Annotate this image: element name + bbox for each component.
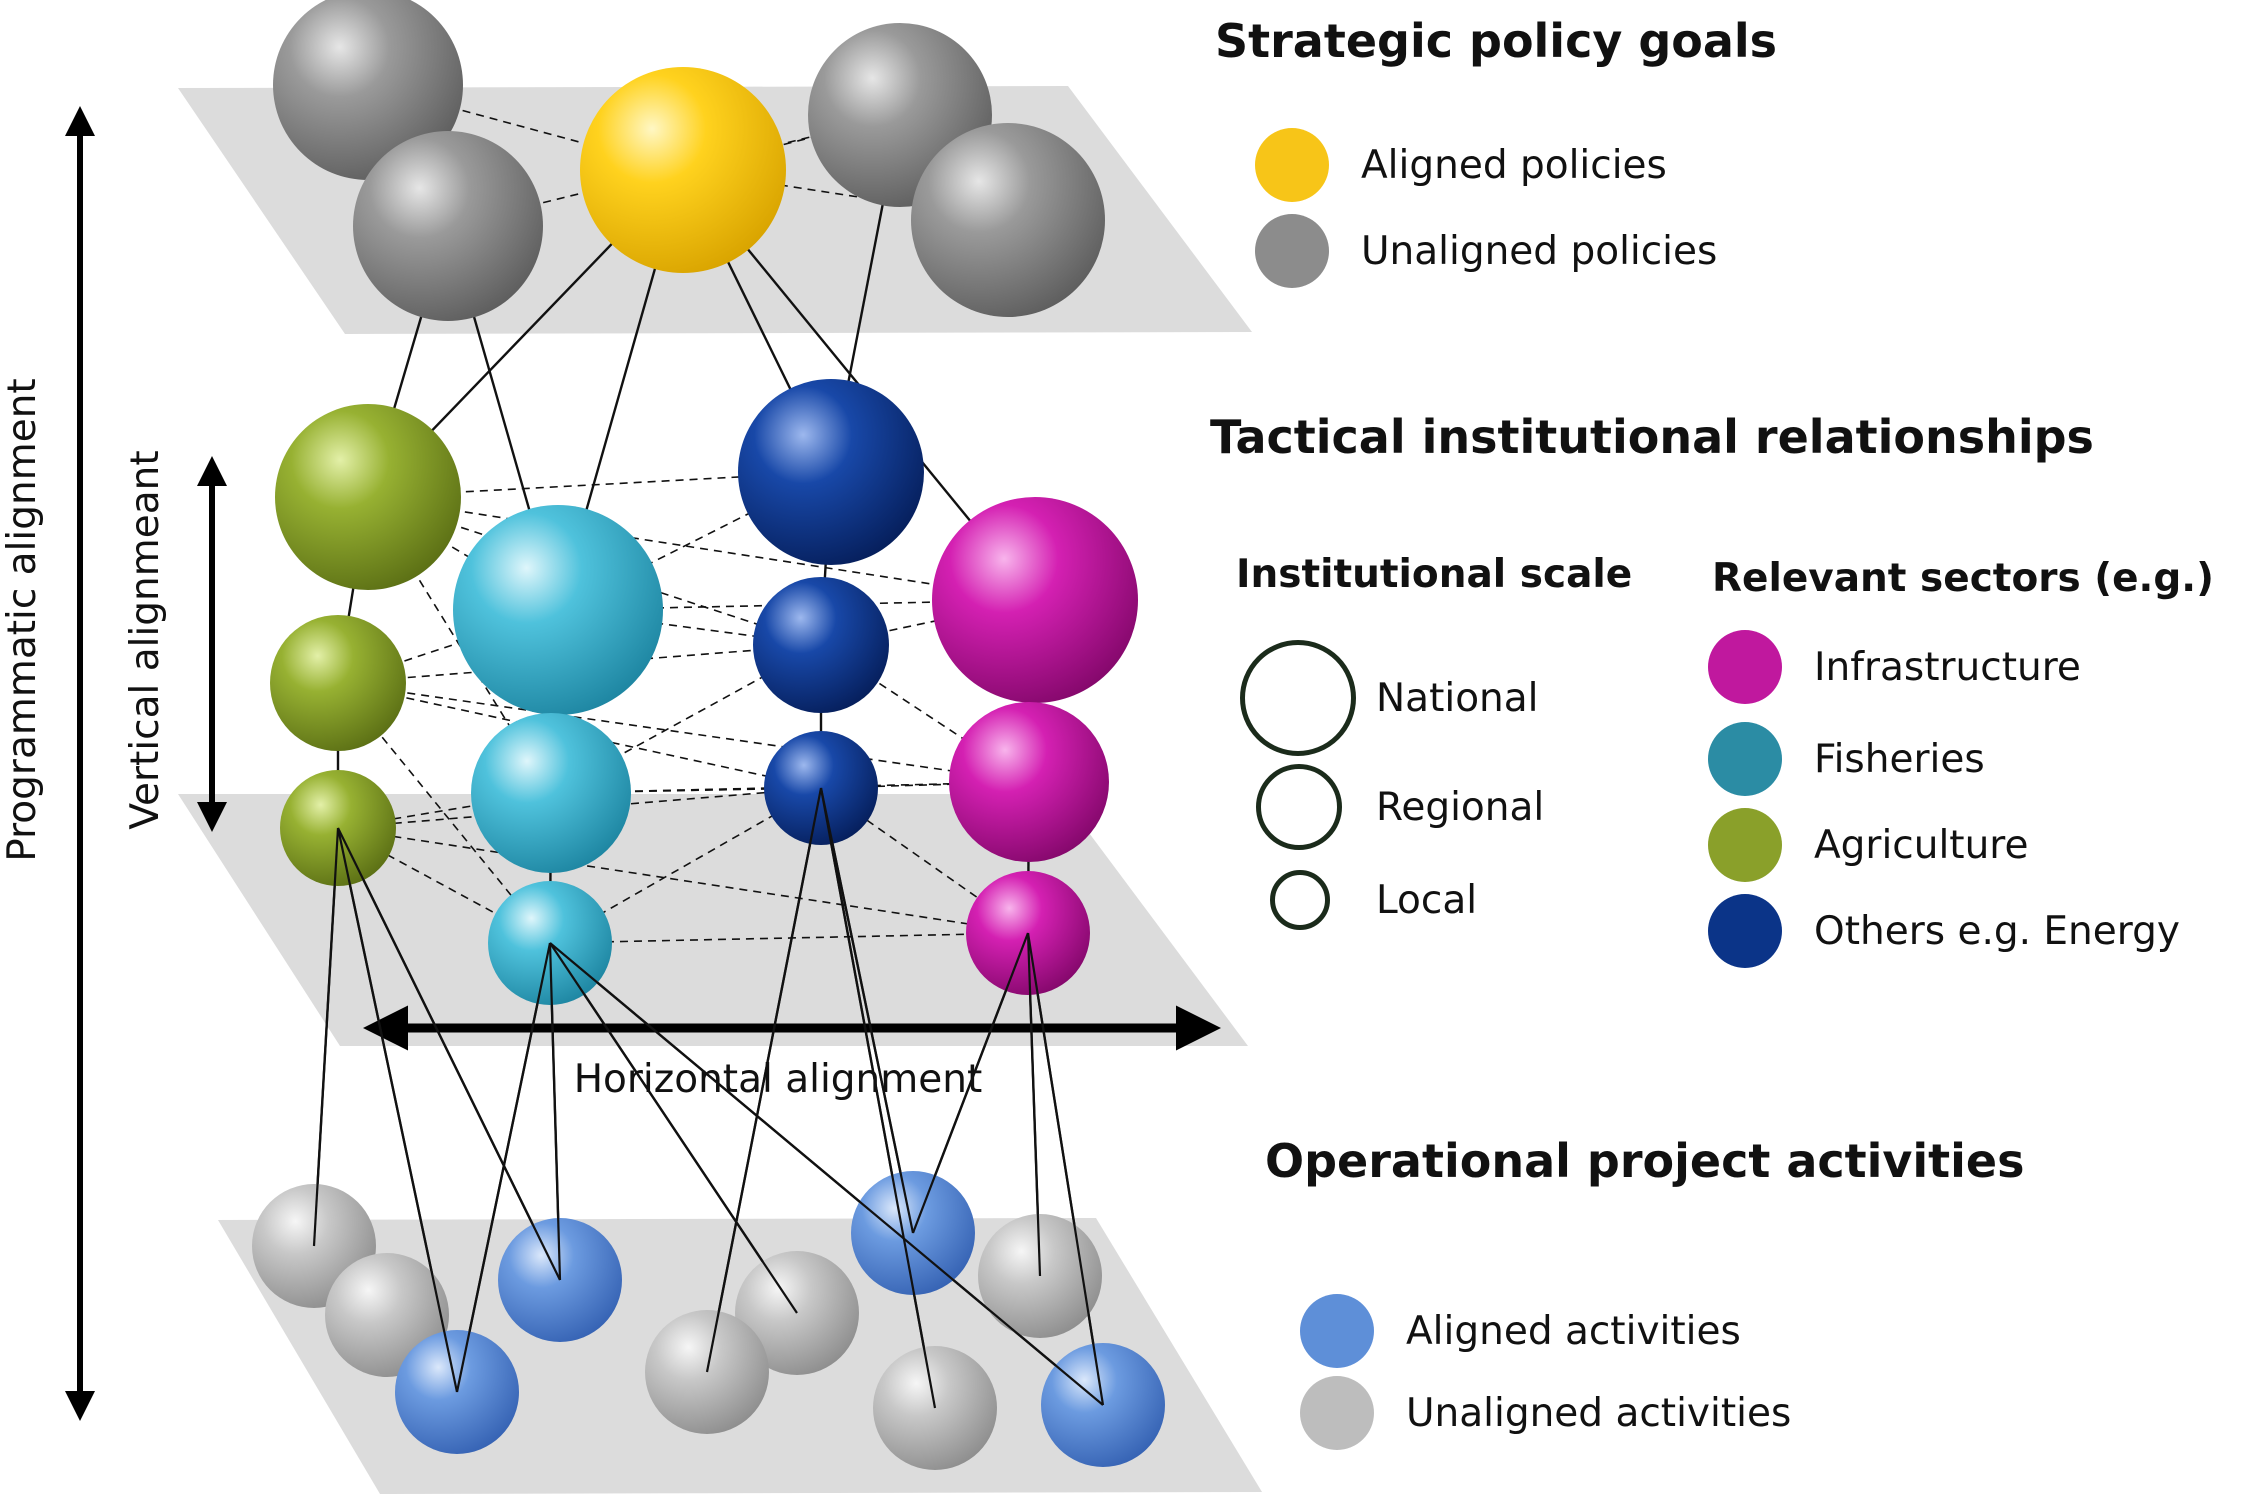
legend-label: National bbox=[1376, 675, 1539, 721]
activity-link bbox=[549, 942, 1104, 1406]
sector-infrastructure: Infrastructure bbox=[1708, 630, 2081, 704]
fisheries-national-node bbox=[453, 505, 663, 715]
navy-circle-icon bbox=[1708, 894, 1782, 968]
legend-label: Aligned policies bbox=[1361, 142, 1667, 188]
legend-label: Local bbox=[1376, 877, 1478, 923]
scale-national: National bbox=[1240, 640, 1539, 756]
sector-agriculture: Agriculture bbox=[1708, 808, 2028, 882]
legend-label: Unaligned activities bbox=[1406, 1390, 1792, 1436]
programmatic-alignment-label: Programmatic alignment bbox=[0, 378, 45, 861]
fisheries-regional-node bbox=[471, 713, 631, 873]
dashed-link bbox=[337, 682, 1030, 783]
scale-regional: Regional bbox=[1256, 764, 1544, 850]
energy-national-node bbox=[738, 379, 924, 565]
operational-title: Operational project activities bbox=[1265, 1134, 2025, 1188]
activity-link bbox=[1026, 932, 1042, 1277]
legend-label: Agriculture bbox=[1814, 822, 2029, 868]
dashed-link bbox=[337, 827, 1029, 934]
sectors-title: Relevant sectors (e.g.) bbox=[1712, 556, 2214, 601]
yellow-circle-icon bbox=[1255, 128, 1329, 202]
dashed-link bbox=[367, 496, 1036, 601]
infrastructure-regional-node bbox=[949, 702, 1109, 862]
dashed-link bbox=[337, 609, 559, 684]
activity-link bbox=[337, 827, 561, 1281]
horizontal-alignment-label: Horizontal alignment bbox=[574, 1057, 983, 1102]
scale-local: Local bbox=[1270, 870, 1477, 930]
grey-policy-node bbox=[353, 131, 543, 321]
grey-policy-node bbox=[911, 123, 1105, 317]
activity-link bbox=[819, 787, 915, 1234]
legend-aligned-policies: Aligned policies bbox=[1255, 128, 1667, 202]
blue-circle-icon bbox=[1300, 1294, 1374, 1368]
agriculture-regional-node bbox=[270, 615, 406, 751]
legend-label: Infrastructure bbox=[1814, 644, 2081, 690]
dashed-link bbox=[337, 682, 822, 789]
magenta-circle-icon bbox=[1708, 630, 1782, 704]
sector-others-energy: Others e.g. Energy bbox=[1708, 894, 2180, 968]
national-circle-icon bbox=[1240, 640, 1356, 756]
activity-link bbox=[549, 942, 798, 1314]
activity-link bbox=[312, 827, 340, 1247]
dashed-link bbox=[549, 932, 1029, 944]
activity-link bbox=[705, 787, 823, 1373]
activity-link bbox=[819, 787, 937, 1409]
legend-aligned-activities: Aligned activities bbox=[1300, 1294, 1741, 1368]
light-grey-circle-icon bbox=[1300, 1376, 1374, 1450]
legend-unaligned-policies: Unaligned policies bbox=[1255, 214, 1717, 288]
local-circle-icon bbox=[1270, 870, 1330, 930]
grey-policy-node bbox=[273, 0, 463, 180]
legend-label: Others e.g. Energy bbox=[1814, 908, 2180, 954]
nodes-layer bbox=[252, 0, 1165, 1470]
sector-fisheries: Fisheries bbox=[1708, 722, 1985, 796]
tactical-plane bbox=[178, 794, 1248, 1046]
regional-circle-icon bbox=[1256, 764, 1342, 850]
strategic-title: Strategic policy goals bbox=[1215, 14, 1778, 68]
activity-link bbox=[548, 942, 562, 1281]
legend-label: Regional bbox=[1376, 784, 1545, 830]
green-circle-icon bbox=[1708, 808, 1782, 882]
teal-circle-icon bbox=[1708, 722, 1782, 796]
agriculture-national-node bbox=[275, 404, 461, 590]
activity-link bbox=[336, 827, 459, 1393]
scale-title: Institutional scale bbox=[1236, 552, 1633, 597]
legend-unaligned-activities: Unaligned activities bbox=[1300, 1376, 1791, 1450]
dashed-link bbox=[549, 787, 822, 944]
legend-label: Aligned activities bbox=[1406, 1308, 1741, 1354]
activity-link bbox=[911, 932, 1030, 1234]
activity-link bbox=[1026, 932, 1105, 1406]
energy-regional-node bbox=[753, 577, 889, 713]
tactical-title: Tactical institutional relationships bbox=[1210, 410, 2094, 464]
aligned-policy-node bbox=[580, 67, 786, 273]
legend-label: Unaligned policies bbox=[1361, 228, 1718, 274]
legend-label: Fisheries bbox=[1814, 736, 1985, 782]
infrastructure-national-node bbox=[932, 497, 1138, 703]
grey-circle-icon bbox=[1255, 214, 1329, 288]
vertical-alignment-label: Vertical alignmeant bbox=[123, 450, 168, 829]
activity-link bbox=[455, 942, 552, 1393]
